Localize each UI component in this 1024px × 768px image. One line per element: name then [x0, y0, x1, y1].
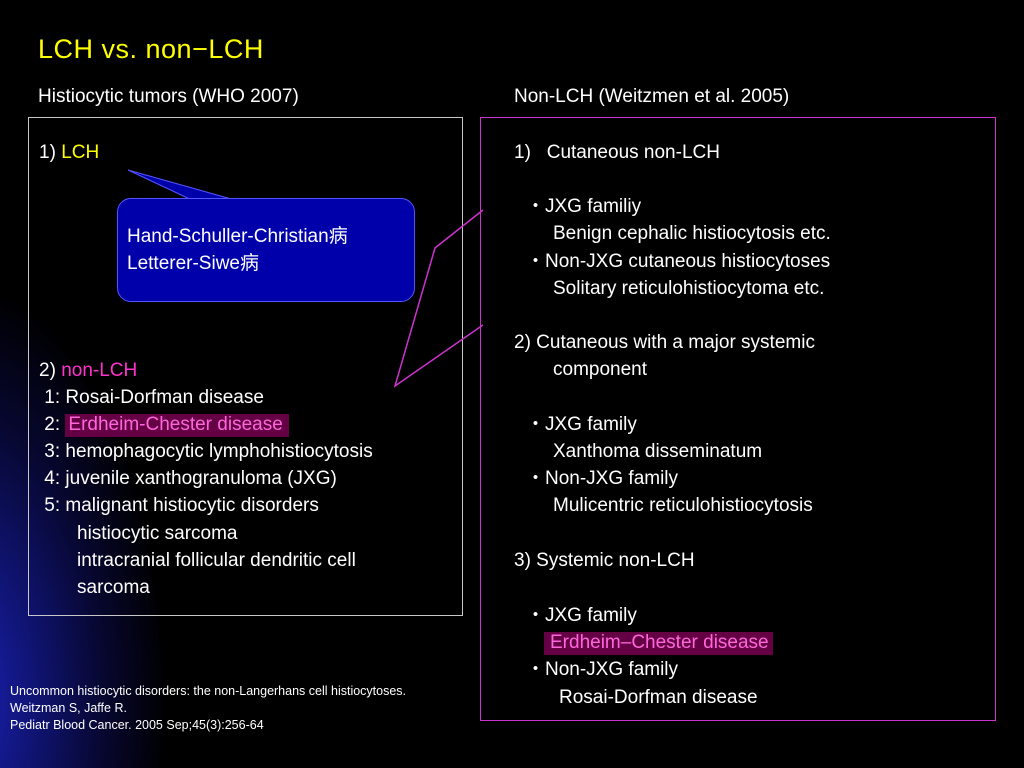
magenta-connector [393, 209, 484, 388]
right-panel [480, 117, 996, 721]
right-s3-highlight: Erdheim–Chester disease [544, 632, 773, 655]
left-heading: Histiocytic tumors (WHO 2007) [38, 86, 299, 107]
right-section-2: 2) Cutaneous with a major systemic [514, 332, 815, 353]
right-s2-bullet-2-sub: Mulicentric reticulohistiocytosis [553, 495, 813, 516]
right-s2-bullet-2: ・Non-JXG family [526, 468, 679, 489]
citation-line-2: Weitzman S, Jaffe R. [10, 701, 127, 715]
left-list-5a: histiocytic sarcoma [77, 523, 238, 544]
left-item-nonlch: 2) non-LCH [39, 357, 137, 384]
left-list-1: 1: Rosai-Dorfman disease [39, 387, 264, 408]
right-s1-bullet-2: ・Non-JXG cutaneous histiocytoses [526, 251, 831, 272]
right-s1-bullet-1: ・JXG familiy [526, 196, 642, 217]
right-section-2-cont: component [553, 359, 648, 380]
citation: Uncommon histiocytic disorders: the non-… [10, 683, 406, 734]
right-section-3: 3) Systemic non-LCH [514, 550, 695, 571]
left-item-nonlch-label: non-LCH [61, 360, 138, 381]
right-s2-bullet-1: ・JXG family [526, 414, 637, 435]
left-item-lch-num: 1) [39, 142, 62, 163]
left-list-5c: sarcoma [77, 577, 150, 598]
left-item-lch-label: LCH [61, 142, 100, 163]
left-item-lch: 1) LCH [39, 139, 99, 166]
right-s3-bullet-1: ・JXG family [526, 605, 637, 626]
left-list-2: 2: Erdheim-Chester disease [39, 411, 289, 438]
right-section-1: 1) Cutaneous non-LCH [514, 142, 720, 163]
left-item-nonlch-num: 2) [39, 360, 62, 381]
left-list-3: 3: hemophagocytic lymphohistiocytosis [39, 441, 373, 462]
slide-title: LCH vs. non−LCH [38, 34, 264, 64]
right-s3-bullet-2-sub: Rosai-Dorfman disease [559, 687, 758, 708]
left-list-4: 4: juvenile xanthogranuloma (JXG) [39, 468, 337, 489]
lch-callout: Hand-Schuller-Christian病 Letterer-Siwe病 [117, 198, 415, 302]
left-list-5b: intracranial follicular dendritic cell [77, 550, 356, 571]
right-s3-bullet-1-sub: Erdheim–Chester disease [544, 629, 773, 656]
left-panel [28, 117, 463, 616]
left-list-5: 5: malignant histiocytic disorders [39, 495, 319, 516]
left-list-2-highlight: Erdheim-Chester disease [65, 414, 289, 437]
right-heading: Non-LCH (Weitzmen et al. 2005) [514, 86, 790, 107]
right-s3-bullet-2: ・Non-JXG family [526, 659, 679, 680]
right-s1-bullet-1-sub: Benign cephalic histiocytosis etc. [553, 223, 831, 244]
callout-line-2: Letterer-Siwe病 [127, 253, 259, 274]
citation-line-1: Uncommon histiocytic disorders: the non-… [10, 684, 407, 698]
callout-line-1: Hand-Schuller-Christian病 [127, 226, 348, 247]
left-list-2-num: 2: [39, 414, 66, 435]
right-s1-bullet-2-sub: Solitary reticulohistiocytoma etc. [553, 278, 825, 299]
right-s2-bullet-1-sub: Xanthoma disseminatum [553, 441, 763, 462]
citation-line-3: Pediatr Blood Cancer. 2005 Sep;45(3):256… [10, 718, 264, 732]
